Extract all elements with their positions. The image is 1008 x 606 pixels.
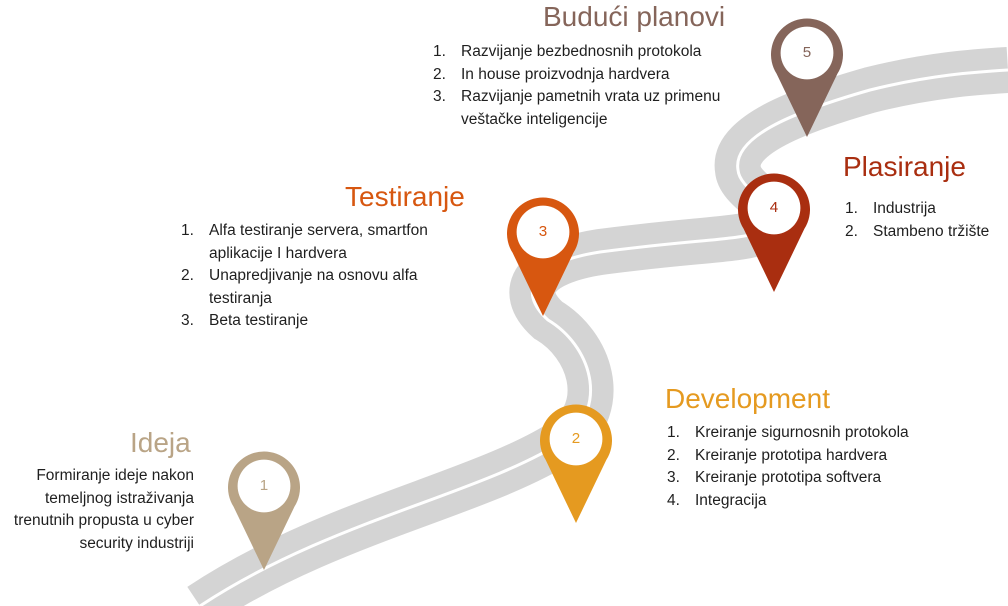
- stage-2-list: Kreiranje sigurnosnih protokola Kreiranj…: [666, 422, 946, 512]
- stage-3-number: 3: [538, 223, 548, 240]
- stage-4-pin: 4: [738, 172, 810, 297]
- stage-3-title: Testiranje: [345, 181, 465, 212]
- stage-4-list: Industrija Stambeno tržište: [844, 198, 1008, 243]
- list-item: Kreiranje sigurnosnih protokola: [667, 422, 909, 444]
- stage-1-number: 1: [259, 477, 269, 494]
- list-item: Razvijanje pametnih vrata uz primenu veš…: [433, 86, 721, 128]
- stage-5-title: Budući planovi: [543, 1, 726, 32]
- stage-2-title: Development: [665, 383, 830, 414]
- list-item: Kreiranje prototipa hardvera: [667, 445, 888, 467]
- stage-5-list: Razvijanje bezbednosnih protokola In hou…: [432, 41, 747, 131]
- list-item: Alfa testiranje servera, smartfon aplika…: [181, 220, 428, 262]
- stage-4-number: 4: [769, 199, 779, 216]
- list-item: Unapredjivanje na osnovu alfa testiranja: [181, 265, 418, 307]
- list-item: Industrija: [845, 198, 936, 220]
- list-item: Beta testiranje: [181, 310, 309, 332]
- stage-3-list: Alfa testiranje servera, smartfon aplika…: [180, 220, 452, 333]
- list-item: Integracija: [667, 490, 767, 512]
- stage-4-title: Plasiranje: [843, 151, 966, 182]
- stage-5-number: 5: [802, 44, 812, 61]
- stage-2-pin: 2: [540, 403, 612, 528]
- list-item: Stambeno tržište: [845, 221, 990, 243]
- stage-1-title: Ideja: [130, 427, 191, 458]
- stage-3-pin: 3: [507, 196, 579, 321]
- stage-5-pin: 5: [771, 17, 843, 142]
- stage-1-pin: 1: [228, 450, 300, 575]
- list-item: Razvijanje bezbednosnih protokola: [433, 41, 702, 63]
- stage-2-number: 2: [571, 430, 581, 447]
- list-item: In house proizvodnja hardvera: [433, 64, 670, 86]
- stage-1-description: Formiranje ideje nakon temeljnog istraži…: [13, 467, 194, 552]
- list-item: Kreiranje prototipa softvera: [667, 467, 882, 489]
